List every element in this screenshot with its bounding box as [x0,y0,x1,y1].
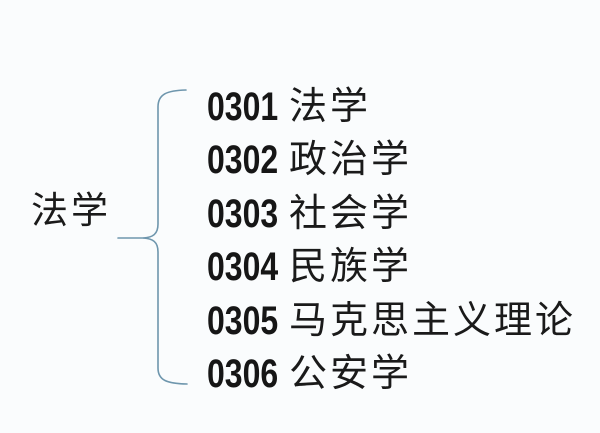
discipline-name: 社会学 [289,192,413,235]
discipline-name: 政治学 [289,139,413,182]
discipline-code: 0302 [207,138,279,183]
discipline-name: 民族学 [289,246,413,289]
discipline-name: 公安学 [289,353,413,396]
discipline-code: 0305 [207,298,279,343]
discipline-code: 0304 [207,245,279,290]
discipline-name: 马克思主义理论 [289,299,577,342]
root-category-label: 法学 [31,191,111,232]
discipline-name: 法学 [289,85,372,128]
discipline-code: 0303 [207,191,279,236]
discipline-code: 0301 [207,84,279,129]
brace-path [142,89,188,385]
discipline-code: 0306 [207,352,279,397]
